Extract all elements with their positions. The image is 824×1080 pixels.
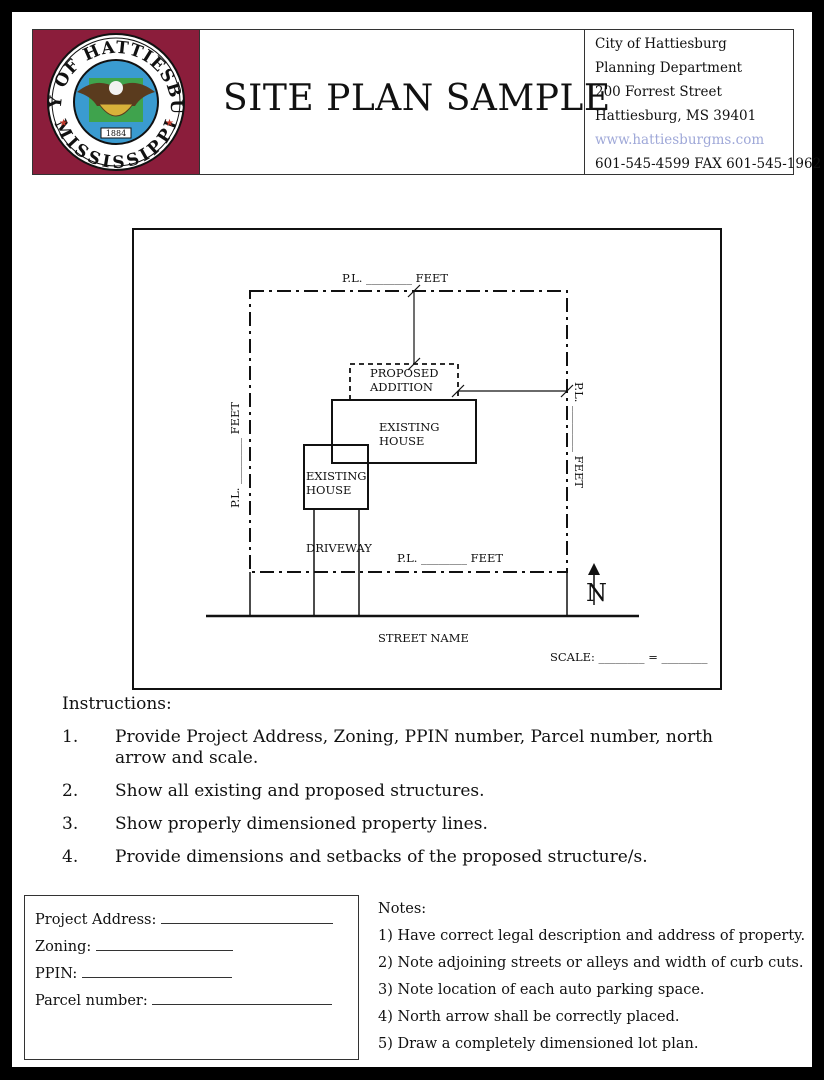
parcel-number-row: Parcel number: <box>35 992 333 1009</box>
existing-house-main-label: EXISTING HOUSE <box>379 420 439 448</box>
setback-side-tick-right <box>560 384 574 398</box>
zoning-label: Zoning: <box>35 939 92 955</box>
existing-house-main-line2: HOUSE <box>379 434 425 448</box>
zoning-row: Zoning: <box>35 938 233 955</box>
project-address-row: Project Address: <box>35 911 333 928</box>
website-link[interactable]: www.hattiesburgms.com <box>595 132 765 148</box>
existing-house-small-label: EXISTING HOUSE <box>306 469 366 497</box>
instruction-text: Provide dimensions and setbacks of the p… <box>115 847 648 867</box>
header: 1884 CITY OF HATTIESBURG MISSISSIPPI ★ ★… <box>32 29 821 175</box>
instruction-text: Show properly dimensioned property lines… <box>115 814 488 834</box>
notes-title: Notes: <box>378 901 427 917</box>
site-plan-page: 1884 CITY OF HATTIESBURG MISSISSIPPI ★ ★… <box>12 12 821 1067</box>
zoning-field[interactable] <box>95 938 233 951</box>
proposed-addition-line2: ADDITION <box>370 380 433 394</box>
contact-line-phone: 601-545-4599 FAX 601-545-1962 <box>595 156 822 172</box>
note-item: 1) Have correct legal description and ad… <box>378 928 806 944</box>
proposed-addition-label: PROPOSED ADDITION <box>370 366 438 394</box>
note-item: 2) Note adjoining streets or alleys and … <box>378 955 804 971</box>
instruction-number: 1. <box>62 727 79 747</box>
scale-label: SCALE: ________ = ________ <box>550 650 708 664</box>
existing-house-main-line1: EXISTING <box>379 420 440 434</box>
contact-line-dept: Planning Department <box>595 60 743 76</box>
ppin-field[interactable] <box>81 965 232 978</box>
right-property-line-label: P.L. ________ FEET <box>572 382 586 489</box>
instructions-title: Instructions: <box>62 694 172 714</box>
setback-side-tick-left <box>451 384 465 398</box>
page-title: SITE PLAN SAMPLE <box>223 78 611 119</box>
contact-info: City of Hattiesburg Planning Department … <box>584 30 821 174</box>
note-item: 5) Draw a completely dimensioned lot pla… <box>378 1036 699 1052</box>
north-arrow-icon <box>588 563 600 575</box>
ppin-row: PPIN: <box>35 965 232 982</box>
contact-line-city: Hattiesburg, MS 39401 <box>595 108 757 124</box>
city-seal-icon: 1884 CITY OF HATTIESBURG MISSISSIPPI ★ ★ <box>37 30 185 173</box>
top-property-line-label: P.L. ________ FEET <box>342 271 449 285</box>
ppin-label: PPIN: <box>35 966 78 982</box>
instruction-text: Provide Project Address, Zoning, PPIN nu… <box>115 727 714 768</box>
north-label: N <box>586 579 607 607</box>
svg-text:★: ★ <box>59 118 68 129</box>
proposed-addition-line1: PROPOSED <box>370 366 439 380</box>
project-info-form: Project Address: Zoning: PPIN: Parcel nu… <box>24 895 359 1060</box>
contact-line-org: City of Hattiesburg <box>595 36 727 52</box>
parcel-number-field[interactable] <box>152 992 333 1005</box>
instruction-number: 3. <box>62 814 79 834</box>
city-seal-panel: 1884 CITY OF HATTIESBURG MISSISSIPPI ★ ★ <box>33 30 200 174</box>
note-item: 3) Note location of each auto parking sp… <box>378 982 705 998</box>
street-name-label: STREET NAME <box>378 631 469 645</box>
driveway-label: DRIVEWAY <box>306 541 372 555</box>
existing-house-small-line1: EXISTING <box>306 469 367 483</box>
property-line <box>249 290 568 573</box>
seal-year: 1884 <box>106 129 126 138</box>
existing-house-small-outline <box>303 444 369 510</box>
instruction-number: 2. <box>62 781 79 801</box>
site-plan-diagram: P.L. ________ FEET P.L. ________ FEET P.… <box>132 228 722 690</box>
svg-text:★: ★ <box>165 118 174 129</box>
setback-front-tick-bottom <box>407 357 421 371</box>
existing-house-small-line2: HOUSE <box>306 483 352 497</box>
bottom-property-line-label: P.L. ________ FEET <box>397 551 504 565</box>
contact-line-street: 200 Forrest Street <box>595 84 722 100</box>
instruction-number: 4. <box>62 847 79 867</box>
existing-house-main-outline <box>331 399 477 464</box>
parcel-number-label: Parcel number: <box>35 993 148 1009</box>
setback-front-tick-top <box>407 284 421 298</box>
project-address-field[interactable] <box>160 911 333 924</box>
project-address-label: Project Address: <box>35 912 157 928</box>
instruction-item: 1. Provide Project Address, Zoning, PPIN… <box>62 727 752 769</box>
note-item: 4) North arrow shall be correctly placed… <box>378 1009 680 1025</box>
left-property-line-label: P.L. ________ FEET <box>228 401 242 508</box>
instruction-text: Show all existing and proposed structure… <box>115 781 485 801</box>
